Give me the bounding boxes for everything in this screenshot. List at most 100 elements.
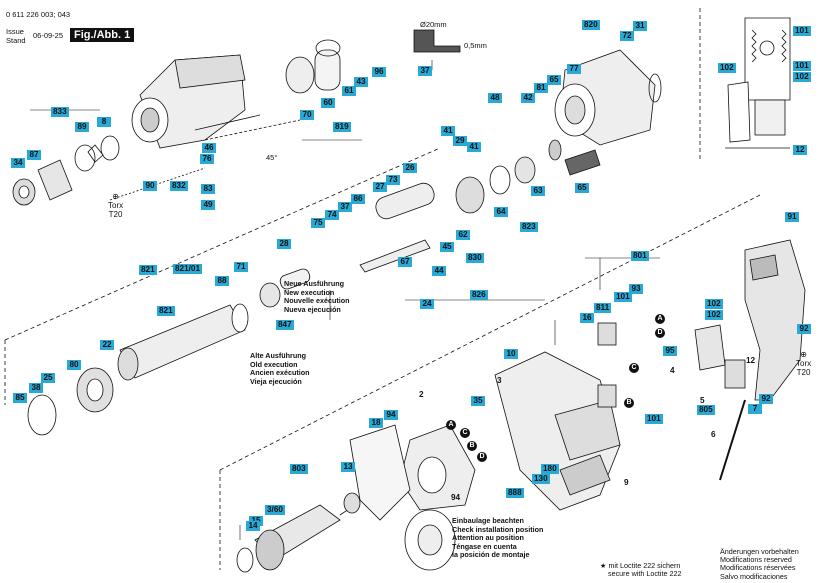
part-label: 3/60: [265, 505, 285, 515]
part-label: 826: [470, 290, 488, 300]
motor-housing: [494, 351, 621, 511]
part-label: 823: [520, 222, 538, 232]
issue-label: Issue: [6, 27, 24, 36]
part-label: 74: [325, 210, 339, 220]
callout-b-right: B: [624, 398, 634, 408]
hammer-head-housing: [131, 54, 301, 149]
part-label: 830: [466, 253, 484, 263]
part-label: 88: [215, 276, 229, 286]
torx-icon: ⊕: [800, 350, 807, 359]
part-label: 93: [629, 284, 643, 294]
part-label: 90: [143, 181, 157, 191]
modifications-note: Änderungen vorbehalten Modifications res…: [720, 547, 799, 581]
part-label: 820: [582, 20, 600, 30]
part-label: 95: [663, 346, 677, 356]
part-label: 22: [100, 340, 114, 350]
part-label: 43: [354, 77, 368, 87]
part-label: 65: [547, 75, 561, 85]
part-label: 76: [200, 154, 214, 164]
old-execution-note: Alte Ausführung Old execution Ancien exé…: [250, 351, 310, 386]
part-label: 87: [27, 150, 41, 160]
part-label: 16: [580, 313, 594, 323]
part-label: 67: [398, 257, 412, 267]
part-label: 101: [614, 292, 632, 302]
part-label: 92: [797, 324, 811, 334]
part-label: 25: [41, 373, 55, 383]
part-label: 65: [575, 183, 589, 193]
part-label: 101: [793, 61, 811, 71]
part-label: 7: [748, 404, 762, 414]
part-label: 94: [451, 493, 461, 502]
part-label: 70: [300, 110, 314, 120]
part-label: 94: [384, 410, 398, 420]
part-label: 811: [594, 303, 612, 313]
torx-label-left: ⊕ Torx T20: [108, 192, 124, 219]
front-chuck-parts: [12, 135, 206, 206]
part-label: 80: [67, 360, 81, 370]
part-label: 35: [471, 396, 485, 406]
part-label: 37: [418, 66, 432, 76]
part-label: 102: [705, 310, 723, 320]
part-label: 92: [759, 394, 773, 404]
loctite-note: ★ mit Loctite 222 sichern secure with Lo…: [600, 561, 682, 579]
part-label: 81: [534, 83, 548, 93]
part-label: 64: [494, 207, 508, 217]
part-label: 819: [333, 122, 351, 132]
callout-d-right: D: [655, 328, 665, 338]
document-number: 0 611 226 003; 043: [6, 10, 71, 19]
part-label: 4: [670, 366, 675, 375]
part-label: 96: [372, 67, 386, 77]
part-label: 12: [793, 145, 807, 155]
callout-c-right: C: [629, 363, 639, 373]
part-label: 72: [620, 31, 634, 41]
part-label: 75: [311, 218, 325, 228]
part-label: 847: [276, 320, 294, 330]
part-label: 61: [342, 86, 356, 96]
part-label: 27: [373, 182, 387, 192]
part-label: 42: [521, 93, 535, 103]
part-label: 41: [441, 126, 455, 136]
part-label: 101: [645, 414, 663, 424]
part-label: 85: [13, 393, 27, 403]
new-execution-note: Neue Ausführung New execution Nouvelle e…: [284, 279, 350, 314]
part-label: 83: [201, 184, 215, 194]
angle-dimension: 45°: [266, 153, 278, 162]
part-label: 101: [793, 26, 811, 36]
stand-label: Stand: [6, 36, 26, 45]
part-label: 102: [718, 63, 736, 73]
part-label: 29: [453, 136, 467, 146]
part-label: 821/01: [173, 264, 203, 274]
part-label: 77: [567, 64, 581, 74]
part-label: 38: [29, 383, 43, 393]
part-label: 5: [700, 396, 705, 405]
part-label: 18: [369, 418, 383, 428]
intermediate-shaft: [359, 139, 601, 273]
part-label: 41: [467, 142, 481, 152]
part-label: 3: [497, 376, 502, 385]
armature: [236, 492, 361, 573]
switch-and-brushes: [597, 322, 746, 408]
part-label: 49: [201, 200, 215, 210]
part-label: 60: [321, 98, 335, 108]
gap-dimension: 0,5mm: [464, 41, 487, 50]
part-label: 130: [532, 474, 550, 484]
gear-housing: [554, 49, 662, 146]
part-label: 34: [11, 158, 25, 168]
part-label: 180: [541, 464, 559, 474]
part-label: 805: [697, 405, 715, 415]
callout-b-left: B: [467, 441, 477, 451]
figure-title: Fig./Abb. 1: [70, 28, 135, 42]
callout-a-left: A: [446, 420, 456, 430]
part-label: 89: [75, 122, 89, 132]
part-label: 63: [531, 186, 545, 196]
part-label: 821: [157, 306, 175, 316]
part-label: 10: [504, 349, 518, 359]
part-label: 833: [51, 107, 69, 117]
callout-a-right: A: [655, 314, 665, 324]
part-label: 73: [386, 175, 400, 185]
part-label: 45: [440, 242, 454, 252]
part-label: 44: [432, 266, 446, 276]
diameter-dimension: Ø20mm: [420, 20, 447, 29]
part-label: 8: [97, 117, 111, 127]
part-label: 9: [624, 478, 629, 487]
